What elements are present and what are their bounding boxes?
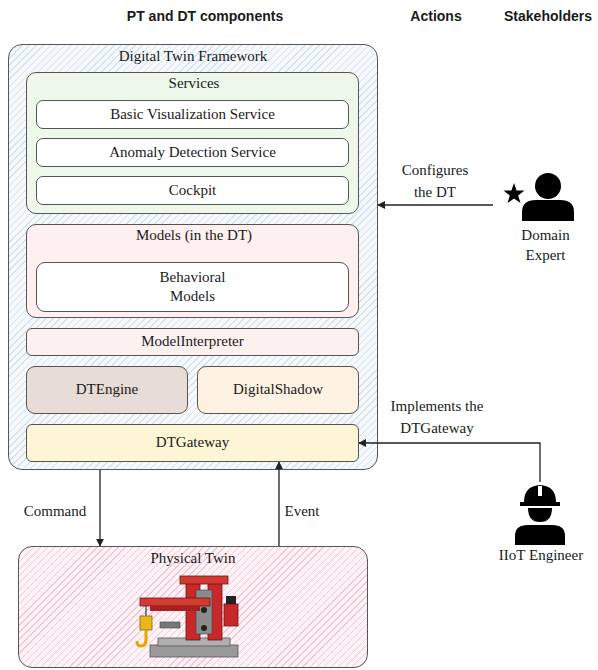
node-title: Digital Twin Framework: [9, 47, 377, 67]
component-box: ModelInterpreter: [26, 328, 359, 356]
service-box: Cockpit: [36, 176, 349, 205]
node-text: Domain Expert: [514, 226, 578, 268]
node-text: DTEngine: [76, 380, 138, 400]
model-box: Behavioral Models: [36, 262, 349, 312]
connector-arrow: [378, 204, 493, 205]
person-icon: [504, 173, 575, 221]
edge-label: Event: [277, 501, 327, 523]
service-box: Anomaly Detection Service: [36, 138, 349, 167]
node-text: Anomaly Detection Service: [109, 143, 276, 163]
framework-container: Basic Visualization ServiceAnomaly Detec…: [8, 44, 378, 470]
node-text: Basic Visualization Service: [110, 105, 275, 125]
stakeholder: Domain Expert: [493, 168, 598, 268]
component-box: DTEngine: [26, 366, 188, 414]
node-text: DTGateway: [156, 433, 229, 453]
models-group: Behavioral Models Models (in the DT): [26, 224, 359, 318]
node-text: Cockpit: [169, 181, 217, 201]
node-title: Physical Twin: [19, 549, 367, 569]
services-group: Basic Visualization ServiceAnomaly Detec…: [26, 72, 359, 214]
edge-label: Command: [15, 501, 95, 523]
column-header: Stakeholders: [504, 8, 592, 24]
node-title: Services: [30, 74, 358, 94]
connector-arrow: [99, 470, 100, 546]
node-text: ModelInterpreter: [141, 332, 243, 352]
connector-arrow: [359, 443, 540, 482]
gateway-box: DTGateway: [26, 424, 359, 462]
node-text: Behavioral Models: [148, 268, 238, 307]
edge-label: Configures the DT: [392, 160, 478, 204]
node-text: DigitalShadow: [233, 380, 323, 400]
star-symbol: [504, 183, 525, 203]
column-header: PT and DT components: [127, 8, 283, 24]
connector-arrow: [278, 462, 279, 546]
edge-label: Implements the DTGateway: [381, 396, 493, 440]
service-box: Basic Visualization Service: [36, 100, 349, 129]
node-title: Models (in the DT): [30, 226, 358, 246]
physical-twin-box: Physical Twin: [18, 546, 368, 668]
column-header: Actions: [410, 8, 461, 24]
engineer-icon: [515, 485, 565, 545]
node-text: IIoT Engineer: [486, 546, 596, 570]
component-box: DigitalShadow: [197, 366, 359, 414]
stakeholder: IIoT Engineer: [485, 482, 597, 570]
